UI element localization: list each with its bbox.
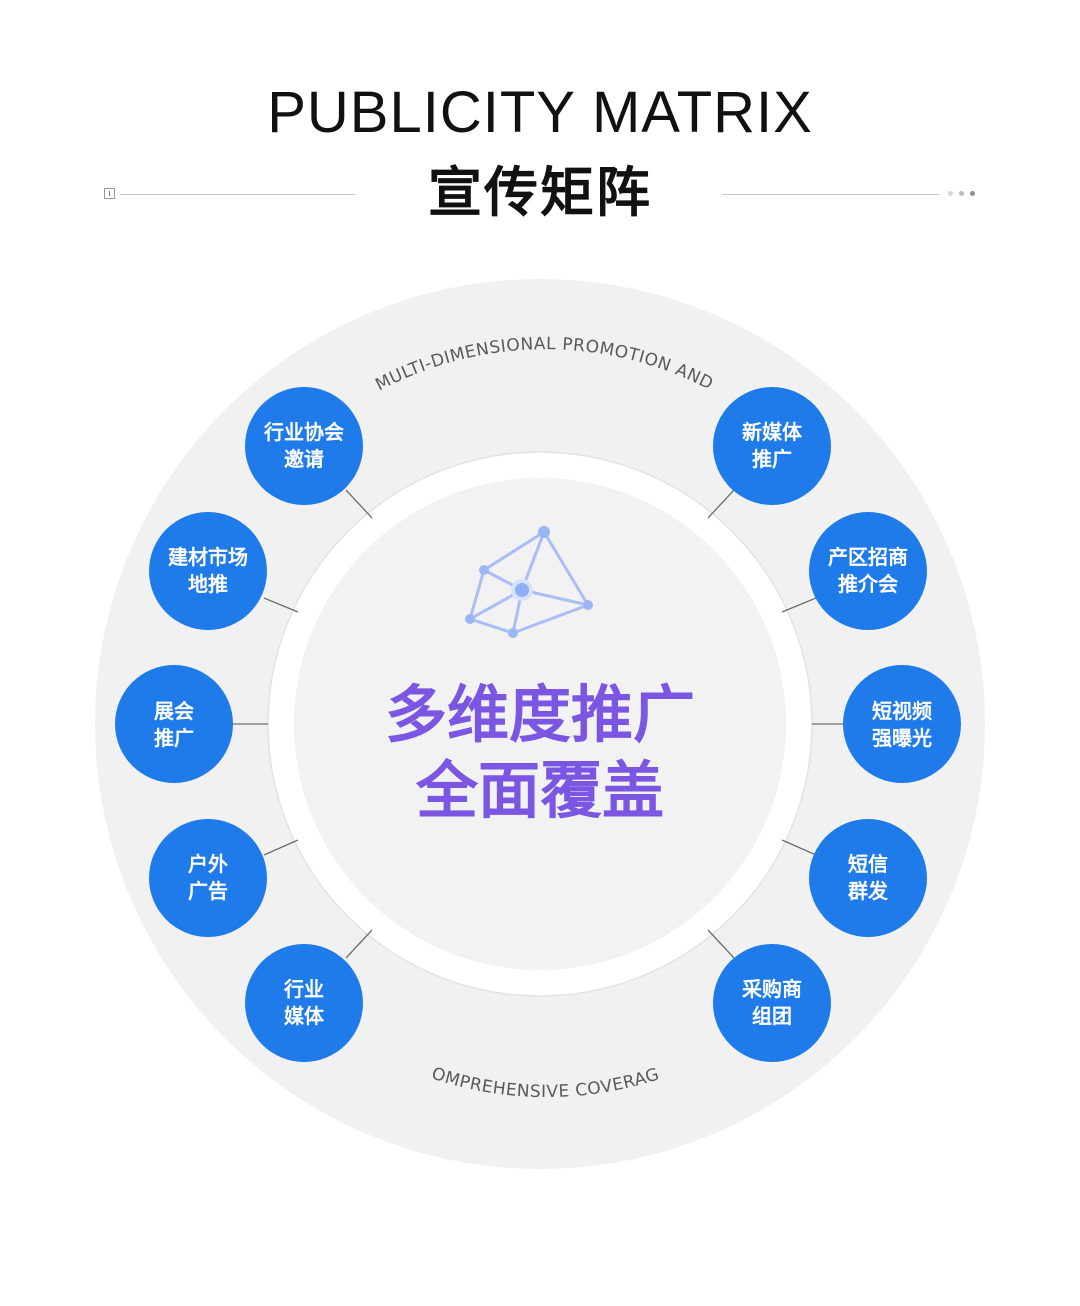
center-title-line2: 全面覆盖 bbox=[415, 754, 664, 827]
node-left-1: 行业协会 邀请 bbox=[245, 387, 363, 505]
svg-text:短信: 短信 bbox=[848, 852, 888, 876]
title-chinese: 宣传矩阵 bbox=[428, 161, 652, 224]
header-left-divider bbox=[120, 194, 356, 195]
header-right-divider bbox=[722, 194, 940, 195]
connector-lines bbox=[232, 489, 848, 959]
inner-disk bbox=[294, 478, 786, 970]
svg-text:建材市场: 建材市场 bbox=[168, 545, 248, 569]
svg-text:产区招商: 产区招商 bbox=[828, 545, 908, 569]
center-title-line1: 多维度推广 bbox=[385, 678, 695, 751]
download-box-icon bbox=[104, 188, 115, 199]
node-right-4: 短信 群发 bbox=[809, 819, 927, 937]
svg-text:推广: 推广 bbox=[154, 726, 194, 750]
svg-text:强曝光: 强曝光 bbox=[872, 726, 932, 750]
node-right-1: 新媒体 推广 bbox=[713, 387, 831, 505]
node-right-5: 采购商 组团 bbox=[713, 944, 831, 1062]
node-right-3: 短视频 强曝光 bbox=[843, 665, 961, 783]
svg-text:新媒体: 新媒体 bbox=[742, 420, 803, 444]
svg-text:行业: 行业 bbox=[283, 977, 324, 1001]
svg-text:采购商: 采购商 bbox=[742, 977, 802, 1001]
svg-text:群发: 群发 bbox=[847, 879, 889, 903]
title-english: PUBLICITY MATRIX bbox=[267, 80, 813, 145]
svg-text:短视频: 短视频 bbox=[872, 699, 932, 723]
network-graph-icon bbox=[465, 526, 593, 638]
svg-text:推广: 推广 bbox=[752, 447, 792, 471]
svg-text:推介会: 推介会 bbox=[838, 572, 898, 596]
svg-text:邀请: 邀请 bbox=[284, 447, 324, 471]
svg-text:户外: 户外 bbox=[188, 852, 228, 876]
node-right-2: 产区招商 推介会 bbox=[809, 512, 927, 630]
node-left-3: 展会 推广 bbox=[115, 665, 233, 783]
svg-text:广告: 广告 bbox=[188, 879, 228, 903]
svg-text:展会: 展会 bbox=[154, 699, 194, 723]
svg-text:行业协会: 行业协会 bbox=[263, 420, 344, 444]
svg-text:组团: 组团 bbox=[752, 1004, 792, 1028]
node-left-4: 户外 广告 bbox=[149, 819, 267, 937]
node-left-2: 建材市场 地推 bbox=[149, 512, 267, 630]
svg-text:媒体: 媒体 bbox=[284, 1004, 325, 1028]
node-left-5: 行业 媒体 bbox=[245, 944, 363, 1062]
svg-text:地推: 地推 bbox=[188, 572, 228, 596]
